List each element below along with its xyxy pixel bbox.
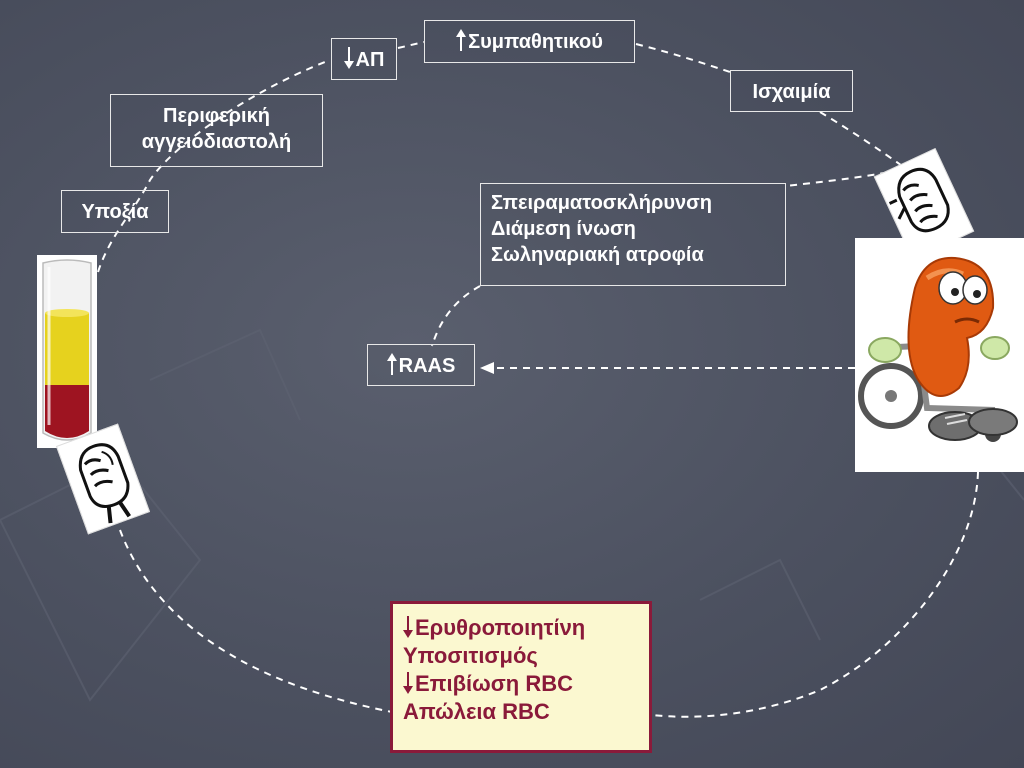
anemia-line-2: Υποσιτισμός xyxy=(403,642,639,670)
arrow-down-icon xyxy=(403,672,413,694)
raas-label: RAAS xyxy=(398,355,456,377)
cycle-arc-right-down xyxy=(651,471,979,718)
vasodilation-line-1: Περιφερική xyxy=(163,105,270,127)
sympathetic-box: Συμπαθητικού xyxy=(424,20,635,63)
anemia-line-2-text: Υποσιτισμός xyxy=(403,643,538,668)
cycle-arc-top-right xyxy=(635,43,731,73)
raas-arrowhead xyxy=(480,362,494,374)
kidney-damage-line-3: Σωληναριακή ατροφία xyxy=(491,244,704,266)
kidney-damage-line-1: Σπειραματοσκλήρυνση xyxy=(491,192,713,214)
anemia-line-4: Απώλεια RBC xyxy=(403,698,639,726)
fist-icon xyxy=(873,147,975,261)
anemia-line-4-text: Απώλεια RBC xyxy=(403,699,550,724)
ischemia-label: Ισχαιμία xyxy=(752,81,831,103)
kidney-damage-box: Σπειραματοσκλήρυνση Διάμεση ίνωση Σωληνα… xyxy=(480,183,786,286)
anemia-causes-box: Ερυθροποιητίνη Υποσιτισμός Επιβίωση RBC … xyxy=(390,601,652,753)
cycle-arc-top xyxy=(397,41,425,49)
arrow-down-icon xyxy=(343,47,354,69)
anemia-line-1: Ερυθροποιητίνη xyxy=(403,614,639,642)
fist-icon xyxy=(55,423,151,535)
ischemia-box: Ισχαιμία xyxy=(730,70,853,112)
sick-kidney-wheelchair-icon xyxy=(855,238,1024,472)
anemia-line-3-text: Επιβίωση RBC xyxy=(415,671,574,696)
hypoxia-box: Υποξία xyxy=(61,190,169,233)
sympathetic-label: Συμπαθητικού xyxy=(468,31,603,53)
anemia-line-1-text: Ερυθροποιητίνη xyxy=(415,615,586,640)
cycle-arc-bottom-left xyxy=(119,529,393,713)
arrow-up-icon xyxy=(386,353,397,375)
blood-tube-icon xyxy=(37,255,97,448)
vasodilation-box: Περιφερική αγγειοδιαστολή xyxy=(110,94,323,167)
arrow-up-icon xyxy=(456,29,467,51)
raas-box: RAAS xyxy=(367,344,475,386)
cycle-arc-left-top xyxy=(97,59,331,273)
hypoxia-label: Υποξία xyxy=(81,201,149,223)
vasodilation-line-2: αγγειοδιαστολή xyxy=(141,131,292,153)
kidney-damage-line-2: Διάμεση ίνωση xyxy=(491,218,636,240)
arrow-down-icon xyxy=(403,616,413,638)
anemia-line-3: Επιβίωση RBC xyxy=(403,670,639,698)
cycle-arc-right xyxy=(819,111,906,169)
cycle-link-raas xyxy=(431,285,481,347)
bp-box: ΑΠ xyxy=(331,38,397,80)
bp-label: ΑΠ xyxy=(355,49,385,71)
